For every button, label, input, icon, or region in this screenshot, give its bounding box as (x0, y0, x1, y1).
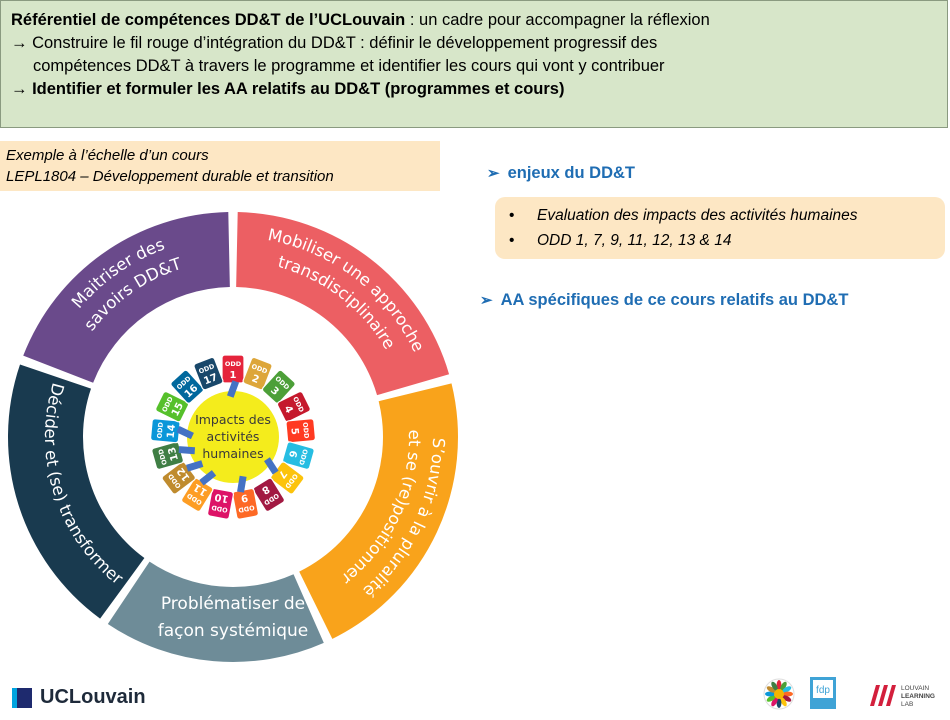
competence-segment (8, 364, 145, 619)
lll-text-1: LOUVAIN (901, 685, 929, 692)
enjeux-box: • Evaluation des impacts des activités hu… (495, 197, 945, 259)
sdg-number: 6 (286, 449, 298, 459)
universite-transition-logo (763, 678, 795, 710)
header-line-1: Référentiel de compétences DD&T de l’UCL… (11, 9, 937, 32)
competence-segment (107, 561, 324, 662)
sdg-number: 17 (202, 372, 219, 387)
competence-segment (23, 212, 230, 383)
sdg-prefix: ODD (156, 421, 166, 439)
sdg-number: 10 (214, 491, 230, 504)
sdg-number: 9 (240, 491, 249, 503)
header-title: Référentiel de compétences DD&T de l’UCL… (11, 11, 406, 29)
sdg-prefix: ODD (301, 422, 311, 440)
bullet-icon: • (509, 232, 515, 249)
header-banner: Référentiel de compétences DD&T de l’UCL… (0, 0, 948, 128)
competence-segment (236, 212, 450, 396)
sdg-tile: ODD 1 (221, 354, 245, 384)
center-circle (187, 391, 279, 483)
fdp-text: fdp (816, 685, 830, 696)
sdg-prefix: ODD (210, 503, 228, 514)
uclouvain-logo: UCLouvain (12, 686, 146, 709)
competence-label: Problématiser de (161, 594, 305, 614)
sdg-prefix: ODD (237, 503, 255, 514)
enjeux-item: • ODD 1, 7, 9, 11, 12, 13 & 14 (509, 228, 945, 253)
sdg-number: 1 (230, 370, 237, 381)
example-line-2: LEPL1804 – Développement durable et tran… (6, 168, 334, 185)
center-label: humaines (202, 446, 263, 461)
arrow-bullet-icon: ➢ (480, 292, 493, 309)
fdp-logo: fdp (810, 677, 836, 709)
header-line-4: → Identifier et formuler les AA relatifs… (11, 80, 565, 98)
sdg-link-bar (226, 380, 240, 398)
aa-heading: ➢ AA spécifiques de ce cours relatifs au … (480, 291, 848, 310)
louvain-learning-lab-logo: LOUVAIN LEARNING LAB (870, 685, 935, 708)
brand-name: UCLouvain (40, 686, 146, 708)
sdg-link-bar (186, 460, 204, 472)
sdg-number: 8 (259, 483, 271, 496)
sdg-number: 14 (166, 424, 178, 439)
enjeux-item: • Evaluation des impacts des activités hu… (509, 203, 945, 228)
competence-segment (299, 383, 459, 639)
header-title-rest: : un cadre pour accompagner la réflexion (405, 11, 710, 29)
lll-text-2: LEARNING (901, 693, 935, 700)
aa-title: AA spécifiques de ce cours relatifs au D… (500, 291, 849, 309)
sdg-link-bar (199, 470, 217, 486)
example-line-1: Exemple à l’échelle d’un cours (6, 147, 209, 164)
enjeux-heading: ➢ enjeux du DD&T (487, 164, 635, 183)
sdg-number: 5 (288, 427, 300, 435)
enjeux-title: enjeux du DD&T (507, 164, 636, 182)
sdg-number: 4 (282, 404, 295, 415)
arrow-bullet-icon: ➢ (487, 165, 500, 182)
sdg-number: 2 (250, 373, 261, 386)
sdg-prefix: ODD (225, 360, 242, 368)
center-label: activités (207, 429, 260, 444)
sdg-link-bar (264, 457, 279, 475)
header-line-2: → Construire le fil rouge d’intégration … (11, 34, 658, 52)
center-label: Impacts des (195, 412, 271, 427)
sdg-link-bar (237, 475, 247, 493)
lll-text-3: LAB (901, 701, 913, 708)
sdg-number: 13 (167, 446, 181, 462)
uclouvain-mark-icon (12, 687, 32, 708)
sdg-link-bar (178, 446, 196, 455)
header-line-3: compétences DD&T à travers le programme … (33, 57, 665, 75)
bullet-icon: • (509, 207, 515, 224)
sdg-link-bar (176, 425, 194, 440)
enjeux-item-text: ODD 1, 7, 9, 11, 12, 13 & 14 (537, 232, 732, 249)
competence-label: façon systémique (158, 621, 309, 641)
enjeux-item-text: Evaluation des impacts des activités hum… (537, 207, 858, 224)
example-box: Exemple à l’échelle d’un cours LEPL1804 … (0, 141, 440, 191)
competence-wheel: Mobiliser une approchetransdisciplinaire… (8, 212, 459, 662)
